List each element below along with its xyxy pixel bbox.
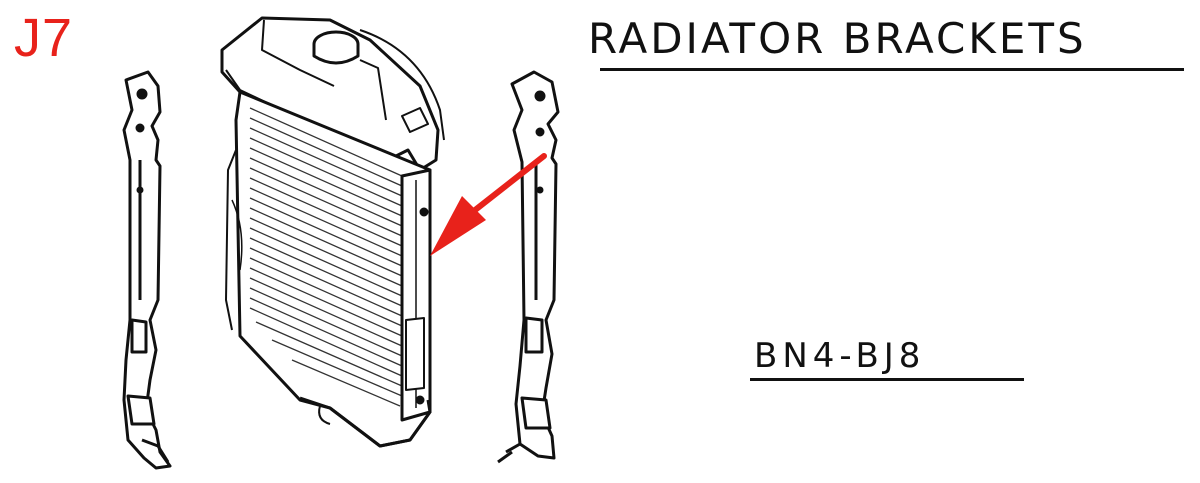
page-title: RADIATOR BRACKETS — [588, 14, 1087, 63]
model-range-underline — [750, 378, 1024, 381]
radiator-drawing — [220, 16, 445, 448]
red-arrow-pointer — [430, 153, 547, 256]
right-bracket-drawing — [497, 70, 560, 464]
reference-code: J7 — [14, 8, 74, 68]
title-underline — [600, 68, 1184, 71]
left-bracket-drawing — [122, 70, 172, 470]
model-range-label: BN4-BJ8 — [754, 336, 926, 376]
